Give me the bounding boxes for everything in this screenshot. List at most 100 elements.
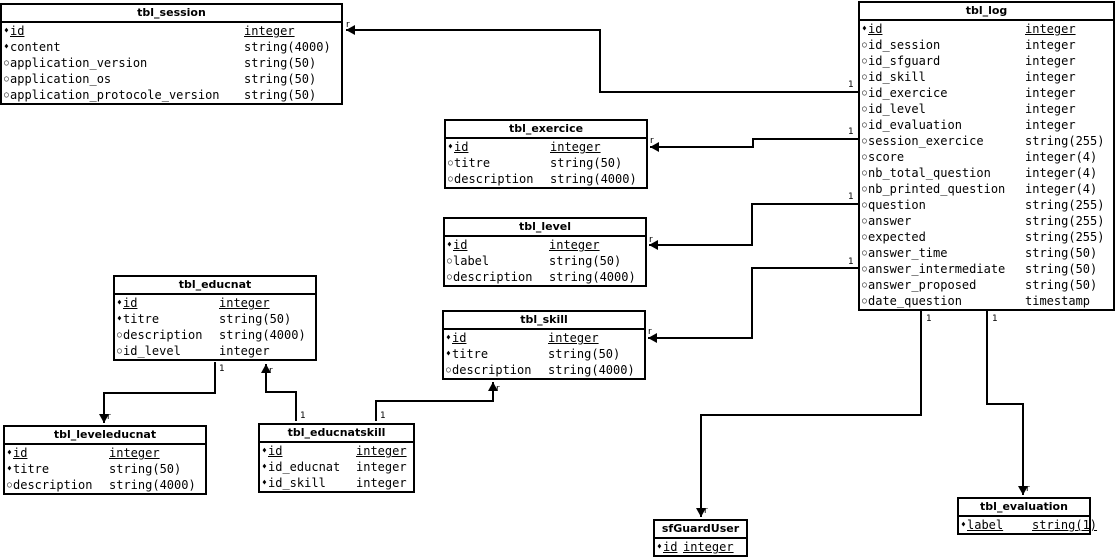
column-type: string(50) — [1025, 246, 1098, 260]
column-name: id_skill — [268, 476, 326, 490]
column-type: timestamp — [1025, 294, 1091, 308]
cardinality-to-label: r — [107, 412, 111, 422]
cardinality-to-label: r — [1026, 484, 1030, 494]
key-column-icon: ♦ — [262, 462, 267, 471]
column-name: id_educnat — [268, 460, 341, 474]
cardinality-to-label: r — [269, 366, 273, 376]
column-type: integer(4) — [1025, 166, 1098, 180]
key-column-icon: ♦ — [7, 464, 12, 473]
column-name: id_level — [123, 344, 181, 358]
column-name: id — [663, 540, 678, 554]
optional-column-icon: ○ — [862, 264, 867, 273]
column-type: integer — [356, 444, 407, 458]
column-name: label — [453, 254, 490, 268]
cardinality-from-label: 1 — [848, 80, 854, 90]
column-name: id — [13, 446, 28, 460]
arrow-head-icon — [99, 414, 109, 423]
key-column-icon: ♦ — [117, 298, 122, 307]
optional-column-icon: ○ — [862, 200, 867, 209]
optional-column-icon: ○ — [862, 216, 867, 225]
optional-column-icon: ○ — [862, 168, 867, 177]
column-type: string(1) — [1032, 518, 1098, 532]
optional-column-icon: ○ — [4, 74, 9, 83]
column-name: titre — [452, 347, 489, 361]
cardinality-from-label: 1 — [219, 364, 225, 374]
table-title: tbl_session — [2, 5, 341, 23]
column-name: titre — [123, 312, 160, 326]
column-name: application_os — [10, 72, 112, 86]
key-column-icon: ♦ — [446, 349, 451, 358]
column-name: session_exercice — [868, 134, 984, 148]
optional-column-icon: ○ — [7, 480, 12, 489]
column-name: description — [453, 270, 533, 284]
relation-line-log-level — [649, 203, 858, 246]
optional-column-icon: ○ — [862, 248, 867, 257]
table-title: tbl_exercice — [446, 121, 646, 139]
column-name: id_evaluation — [868, 118, 962, 132]
optional-column-icon: ○ — [862, 232, 867, 241]
table-title: tbl_educnat — [115, 277, 315, 295]
optional-column-icon: ○ — [446, 365, 451, 374]
column-name: id_exercice — [868, 86, 948, 100]
table-title: tbl_log — [860, 3, 1113, 21]
column-type: integer — [548, 331, 599, 345]
column-name: id — [10, 24, 25, 38]
relation-line-educnat-leveleducnat — [103, 362, 216, 423]
column-name: id — [453, 238, 468, 252]
relation-line-educnatskill-educnat — [265, 364, 297, 421]
column-name: nb_total_question — [868, 166, 991, 180]
table-row: ○nb_total_question integer(4) — [860, 165, 1113, 181]
table-title: tbl_level — [445, 219, 645, 237]
optional-column-icon: ○ — [448, 174, 453, 183]
relation-line-educnatskill-skill — [375, 382, 494, 421]
cardinality-from-label: 1 — [380, 411, 386, 421]
cardinality-to-label: r — [346, 20, 350, 30]
column-type: integer — [1025, 22, 1076, 36]
column-name: id_session — [868, 38, 941, 52]
column-type: integer — [1025, 86, 1076, 100]
column-name: nb_printed_question — [868, 182, 1006, 196]
optional-column-icon: ○ — [117, 346, 122, 355]
column-type: integer(4) — [1025, 182, 1098, 196]
cardinality-from-label: 1 — [848, 127, 854, 137]
column-type: string(4000) — [109, 478, 196, 492]
column-name: score — [868, 150, 905, 164]
column-name: content — [10, 40, 61, 54]
relation-line-log-evaluation — [986, 311, 1024, 495]
arrow-head-icon — [648, 333, 657, 343]
optional-column-icon: ○ — [862, 120, 867, 129]
optional-column-icon: ○ — [862, 136, 867, 145]
arrow-head-icon — [696, 508, 706, 517]
column-type: integer — [549, 238, 600, 252]
column-name: description — [123, 328, 203, 342]
optional-column-icon: ○ — [448, 158, 453, 167]
cardinality-from-label: 1 — [848, 257, 854, 267]
optional-column-icon: ○ — [447, 272, 452, 281]
cardinality-from-label: 1 — [926, 314, 932, 324]
optional-column-icon: ○ — [862, 40, 867, 49]
column-type: string(50) — [109, 462, 182, 476]
